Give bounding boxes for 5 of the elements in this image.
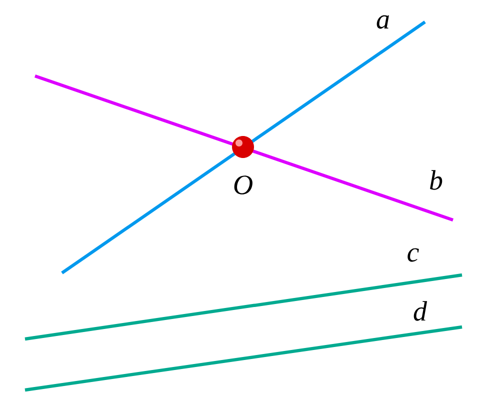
line-label: d: [414, 301, 428, 321]
line-label: b: [430, 170, 442, 190]
line-label: c: [408, 248, 419, 262]
line-label: a: [376, 15, 389, 29]
point-label: O: [234, 176, 252, 194]
